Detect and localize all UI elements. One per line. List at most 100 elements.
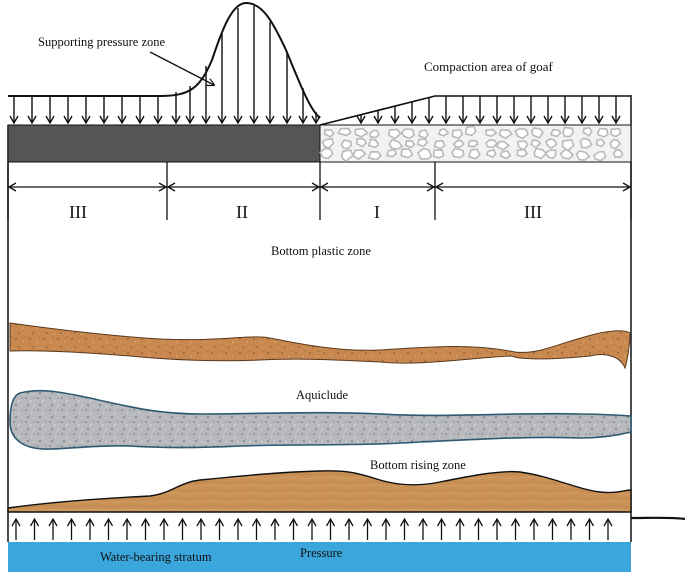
peak-load-arrow-head <box>233 115 243 125</box>
dimension-arrowhead <box>622 182 632 192</box>
bottom-plastic-zone-label: Bottom plastic zone <box>271 244 371 258</box>
pressure-arrow-head <box>122 517 132 527</box>
zone-ticks <box>7 162 632 220</box>
sandstone-layer <box>9 322 631 370</box>
load-arrow-head <box>81 115 91 125</box>
goaf-stone <box>467 148 481 160</box>
goaf-stone <box>485 139 499 149</box>
goaf-stone <box>579 137 593 149</box>
goaf-stone <box>612 149 624 159</box>
goaf-stone <box>417 129 429 140</box>
goaf-stone <box>400 128 416 140</box>
pressure-label: Pressure <box>300 546 343 560</box>
pressure-arrow-head <box>177 517 188 527</box>
goaf-stone <box>597 127 609 138</box>
peak-load-arrow-head <box>265 115 275 125</box>
goaf-stone <box>533 147 548 160</box>
compaction-area-label: Compaction area of goaf <box>424 59 554 74</box>
water-bearing-stratum <box>8 542 631 572</box>
pressure-arrow-head <box>159 517 169 527</box>
peak-load-arrow-head <box>217 115 227 125</box>
goaf-stone <box>432 149 445 159</box>
goaf-stone <box>367 138 380 149</box>
peak-load-arrow-head <box>311 115 321 125</box>
load-arrow-head <box>153 115 163 125</box>
pressure-arrow-head <box>325 517 336 527</box>
goaf-stone <box>593 150 607 162</box>
aquiclude-layer <box>9 389 632 450</box>
goaf-load-arrow-head <box>356 115 366 125</box>
pressure-arrow-head <box>29 517 40 527</box>
pressure-arrow-head <box>529 517 539 527</box>
load-arrow-head <box>9 115 19 125</box>
goaf-stone <box>354 127 369 138</box>
load-arrow-head <box>45 115 55 125</box>
goaf-stone <box>514 127 529 140</box>
goaf-load-arrow-head <box>373 115 383 125</box>
dimension-arrowhead <box>7 182 17 192</box>
goaf-load-arrow-head <box>492 115 502 125</box>
goaf-stone <box>575 150 591 161</box>
peak-load-arrow-head <box>171 115 181 125</box>
dimension-arrowhead <box>311 182 321 192</box>
goaf-stone <box>561 139 575 152</box>
peak-load-arrow-head <box>201 115 211 125</box>
goaf-stone <box>562 126 575 138</box>
top-load-arrows <box>9 6 621 125</box>
dimension-arrowhead <box>166 182 176 192</box>
goaf-load-arrow-head <box>390 115 400 125</box>
pressure-arrow-head <box>270 517 280 527</box>
pressure-arrow-head <box>214 517 225 527</box>
goaf-stone <box>340 139 352 150</box>
pressure-arrow-head <box>584 517 595 527</box>
goaf-stone <box>451 129 464 140</box>
goaf-stone <box>530 139 542 149</box>
pressure-arrow-head <box>473 517 484 527</box>
load-arrow-head <box>63 115 73 125</box>
goaf-load-arrow-head <box>526 115 536 125</box>
goaf-stone <box>582 126 593 137</box>
stratum-edge-line <box>630 516 685 521</box>
goaf-stone <box>400 148 414 159</box>
pressure-arrow-head <box>66 517 77 527</box>
pressure-arrow-head <box>307 517 317 527</box>
goaf-stone <box>388 138 404 150</box>
peak-load-arrow-head <box>185 115 195 125</box>
goaf-stone <box>495 140 510 151</box>
goaf-stone <box>387 128 402 140</box>
goaf-load-arrow-head <box>577 115 587 125</box>
load-arrow-head <box>99 115 109 125</box>
peak-load-arrow-head <box>298 115 308 125</box>
goaf-load-arrow-head <box>441 115 451 125</box>
goaf-stone <box>355 137 368 148</box>
pressure-arrow-head <box>492 517 502 527</box>
goaf-load-arrow-head <box>594 115 604 125</box>
pressure-arrow-head <box>510 517 521 527</box>
goaf-stone <box>452 139 465 149</box>
water-bearing-stratum-label: Water-bearing stratum <box>100 550 212 564</box>
bottom-rising-zone-label: Bottom rising zone <box>370 458 466 472</box>
pressure-arrow-head <box>547 517 558 527</box>
goaf-stone <box>559 148 575 160</box>
pressure-arrow-head <box>11 517 21 527</box>
pressure-arrow-head <box>288 517 299 527</box>
goaf-stone <box>319 147 334 160</box>
load-arrow-head <box>117 115 127 125</box>
pressure-arrow-head <box>381 517 391 527</box>
load-arrow-head <box>135 115 145 125</box>
dimension-arrowhead <box>319 182 329 192</box>
pressure-arrow-head <box>399 517 410 527</box>
pressure-arrow-head <box>566 517 576 527</box>
goaf-load-arrow-head <box>424 115 434 125</box>
goaf-stone <box>367 150 382 161</box>
goaf-stone <box>544 149 557 160</box>
aquiclude-label: Aquiclude <box>296 388 349 402</box>
goaf-stones <box>319 125 624 163</box>
goaf-stone <box>467 139 479 148</box>
goaf-stone <box>369 129 380 139</box>
zone-label-iii-right: III <box>524 202 542 222</box>
goaf-load-arrow-head <box>509 115 519 125</box>
pressure-arrow-head <box>196 517 206 527</box>
